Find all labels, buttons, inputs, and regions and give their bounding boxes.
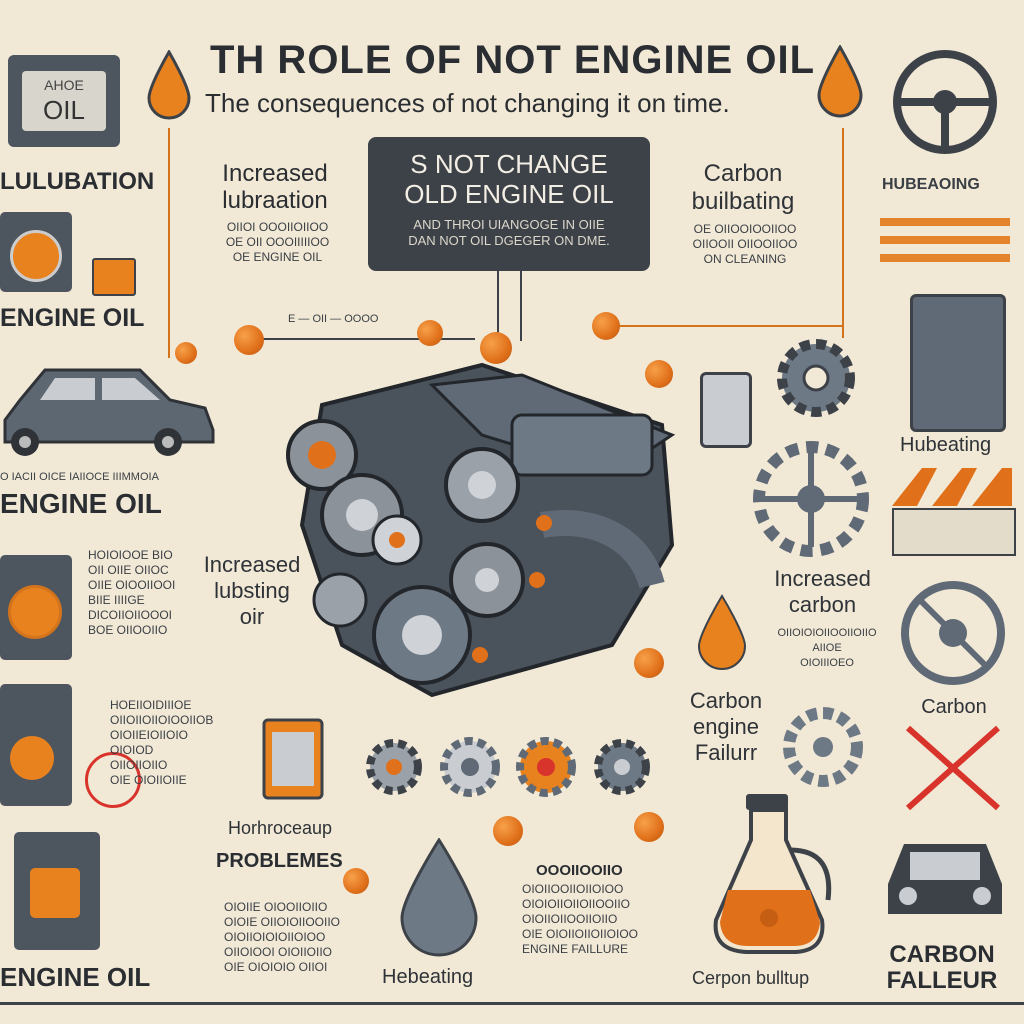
- steering-wheel-icon: [893, 50, 997, 154]
- horhoocap-label: Horhroceaup: [228, 818, 333, 838]
- gear-icon: [753, 441, 869, 557]
- oil-drop-icon: [400, 838, 478, 957]
- oil-jug-icon: [713, 794, 832, 954]
- dot-marker: [234, 325, 264, 355]
- dot-marker: [493, 816, 523, 846]
- engine-icon: [286, 362, 676, 698]
- carbon-builbating: Carbon builbating: [691, 160, 795, 215]
- increased-carbon: Increased carbon: [774, 566, 871, 617]
- oil-cup-icon: [92, 258, 136, 296]
- oil-can-icon: AHOE OIL: [8, 55, 120, 147]
- bar: [880, 236, 1010, 244]
- connector-line: [245, 338, 475, 340]
- center-heading-1: S NOT CHANGE: [410, 149, 608, 179]
- small-strip: O IACII OICE IAIIOCE IIIMMOIA: [0, 471, 159, 483]
- dot-marker: [634, 648, 664, 678]
- bar: [880, 218, 1010, 226]
- oil-can-icon: [0, 684, 72, 806]
- center-heading-2: OLD ENGINE OIL: [404, 179, 614, 209]
- dash-strip: E — OII — OOOO: [288, 313, 379, 325]
- engine-oil-label-3: ENGINE OIL: [0, 962, 151, 992]
- dot-marker: [592, 312, 620, 340]
- label-box: [892, 508, 1016, 556]
- x-mark-icon: [906, 725, 1000, 811]
- lubuation-label: LULUBATION: [0, 168, 155, 195]
- connector-line: [605, 325, 843, 327]
- car-icon: [3, 368, 215, 456]
- car-icon: [888, 844, 1002, 914]
- carbon-engine-failure: Carbon engine Failurr: [689, 688, 763, 765]
- connector-line: [842, 128, 844, 338]
- gear-icon: [516, 737, 576, 797]
- heating-label: Hebeating: [382, 966, 474, 988]
- dot-marker: [343, 868, 369, 894]
- connector-line: [168, 128, 170, 358]
- oil-drop-icon: [817, 45, 863, 118]
- dot-marker: [175, 342, 197, 364]
- warning-icon: [85, 752, 141, 808]
- oil-can-label-top: AHOE: [44, 77, 84, 93]
- engine-oil-label-1: ENGINE OIL: [0, 304, 145, 332]
- increased-lubting: Increased lubsting oir: [203, 552, 301, 629]
- hubeating-label: Hubeating: [900, 434, 992, 456]
- filter-icon: [700, 372, 752, 448]
- oil-can-icon: [14, 832, 100, 950]
- carbon-buildup-label: Cerpon bulltup: [692, 968, 810, 988]
- dot-marker: [645, 360, 673, 388]
- gear-icon: [783, 707, 863, 787]
- oil-can-icon: [0, 555, 72, 660]
- dot-marker: [417, 320, 443, 346]
- increased-lubration: Increased lubraation: [222, 160, 328, 214]
- carbon-failure: CARBON FALLEUR: [886, 941, 998, 994]
- bar: [880, 254, 1010, 262]
- gear-icon: [594, 739, 650, 795]
- carbon-label: Carbon: [921, 696, 987, 718]
- bottom-divider: [0, 1002, 1024, 1005]
- page-title: TH ROLE OF NOT ENGINE OIL: [210, 38, 815, 82]
- oil-can-label-bottom: OIL: [43, 95, 85, 125]
- warning-icon: [892, 468, 1012, 506]
- filter-icon: [262, 718, 324, 800]
- problemes-heading: PROBLEMES: [216, 850, 343, 872]
- engine-oil-label-2: ENGINE OIL: [0, 488, 162, 519]
- gear-icon: [440, 737, 500, 797]
- steering-wheel-icon: [901, 581, 1005, 685]
- gear-icon: [777, 339, 855, 417]
- dot-marker: [480, 332, 512, 364]
- oil-drop-icon: [147, 50, 191, 120]
- mid-heading: OOOIIOOIIO: [536, 862, 623, 879]
- gear-icon: [366, 739, 422, 795]
- oil-can-icon: [0, 212, 72, 292]
- hubeaing-label: HUBEAOING: [882, 176, 980, 193]
- connector-line: [497, 271, 499, 351]
- page-subtitle: The consequences of not changing it on t…: [205, 88, 730, 118]
- dot-marker: [634, 812, 664, 842]
- connector-line: [520, 271, 522, 341]
- oil-drop-icon: [697, 594, 747, 670]
- oil-jug-icon: [910, 294, 1006, 432]
